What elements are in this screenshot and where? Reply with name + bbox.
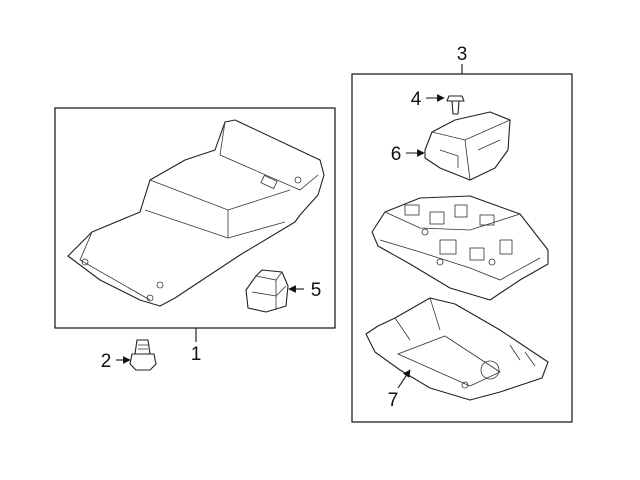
switch-module-part-6[interactable] (424, 111, 511, 181)
callout-5: 5 (311, 280, 322, 301)
bolt-part-2[interactable] (129, 339, 157, 371)
bezel-part-7[interactable] (365, 297, 549, 401)
callout-4: 4 (411, 89, 422, 110)
leader-7 (397, 369, 411, 389)
switch-part-5[interactable] (245, 269, 289, 313)
console-housing-part[interactable] (67, 119, 325, 307)
part-1-group-box (54, 107, 336, 329)
lamp-module-part[interactable] (371, 195, 549, 301)
callout-7: 7 (388, 390, 399, 411)
callout-1: 1 (191, 344, 202, 365)
callout-3: 3 (457, 44, 468, 65)
callout-2: 2 (101, 351, 112, 372)
screw-part-4[interactable] (446, 95, 465, 115)
callout-6: 6 (391, 144, 402, 165)
